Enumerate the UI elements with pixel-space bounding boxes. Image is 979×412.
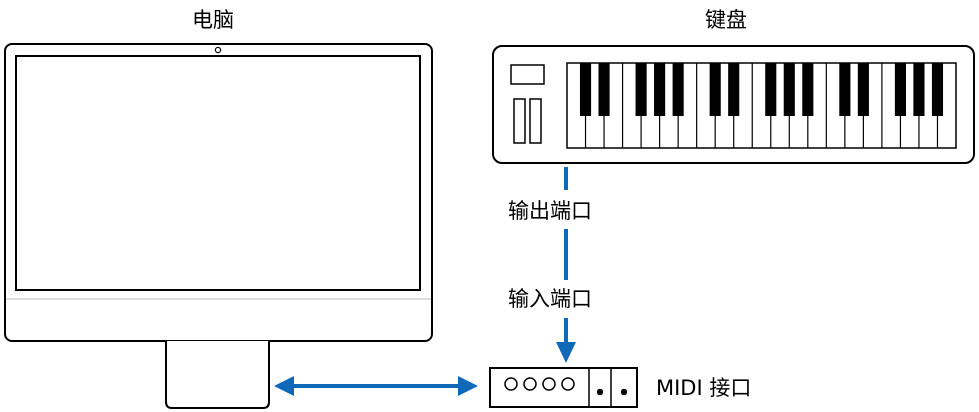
keyboard-keybed — [566, 62, 957, 149]
black-key — [931, 63, 944, 116]
black-key — [765, 63, 777, 116]
black-key — [783, 63, 795, 116]
input-arrowhead — [556, 342, 576, 363]
keyboard — [492, 45, 975, 164]
black-key — [839, 63, 851, 116]
computer-label: 电脑 — [192, 8, 234, 32]
midi-port-circle — [504, 377, 518, 391]
black-key — [857, 63, 869, 116]
black-key — [579, 63, 592, 116]
output-port-label: 输出端口 — [508, 199, 592, 223]
black-key — [728, 63, 740, 116]
double-arrow-left-head — [274, 376, 294, 396]
input-port-label: 输入端口 — [508, 287, 592, 311]
black-key — [672, 63, 684, 116]
double-arrow-right-head — [458, 376, 478, 396]
computer-camera — [214, 46, 222, 54]
midi-interface — [489, 367, 638, 408]
black-key — [709, 63, 721, 116]
midi-indicator-dot — [596, 388, 604, 396]
midi-interface-label: MIDI 接口 — [656, 376, 752, 400]
black-key — [635, 63, 647, 116]
midi-port-circle — [523, 377, 537, 391]
keyboard-slider-right — [529, 98, 542, 144]
keyboard-keys — [579, 63, 944, 148]
computer-screen — [15, 55, 421, 291]
output-to-input-connection — [556, 167, 576, 363]
midi-port-circle — [561, 377, 575, 391]
keyboard-display — [510, 64, 545, 85]
black-key — [598, 63, 610, 116]
midi-port-circles — [504, 377, 575, 391]
black-key — [894, 63, 906, 116]
black-key — [654, 63, 666, 116]
computer — [4, 43, 433, 409]
black-key — [802, 63, 814, 116]
keyboard-slider-left — [513, 98, 526, 144]
midi-indicator-dots — [596, 388, 628, 396]
black-key — [913, 63, 925, 116]
midi-indicator-dot — [620, 388, 628, 396]
computer-midi-connection — [274, 376, 478, 396]
midi-port-circle — [542, 377, 556, 391]
keyboard-label: 键盘 — [705, 8, 747, 32]
computer-stand — [165, 341, 270, 409]
